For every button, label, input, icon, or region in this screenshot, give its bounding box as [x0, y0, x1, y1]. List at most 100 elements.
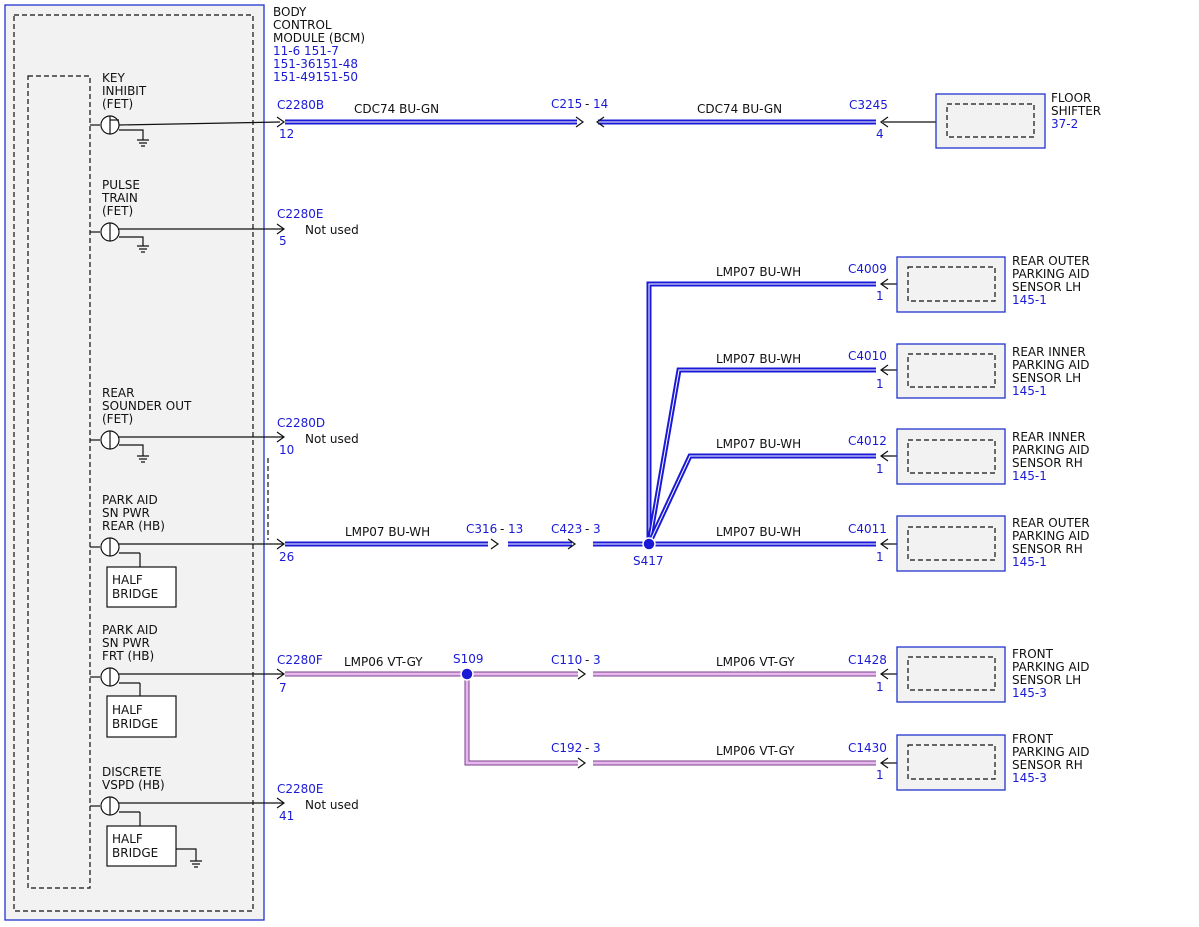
connector-label[interactable]: C1430 — [848, 741, 887, 755]
circuit-label: (FET) — [102, 412, 133, 426]
component-box[interactable] — [935, 93, 1046, 149]
component-box[interactable] — [896, 428, 1006, 485]
component-name: SHIFTER — [1051, 104, 1101, 118]
connector-label[interactable]: C2280E — [277, 207, 324, 221]
connector-arrow-icon — [879, 116, 889, 128]
inline-dash: - — [585, 741, 589, 755]
connector-label[interactable]: C4009 — [848, 262, 887, 276]
bcm-ref-3[interactable]: 151-49151-50 — [273, 70, 358, 84]
pin-number: 7 — [279, 681, 287, 695]
splice-s417[interactable] — [642, 537, 656, 551]
component-name: PARKING AID — [1012, 358, 1090, 372]
circuit-pulse-train: PULSE TRAIN (FET) C2280E 5 Not used — [90, 178, 359, 253]
circuit-label: INHIBIT — [102, 84, 147, 98]
component-ref[interactable]: 145-1 — [1012, 555, 1047, 569]
circuit-label: (FET) — [102, 204, 133, 218]
component-name: SENSOR LH — [1012, 371, 1081, 385]
component-name: PARKING AID — [1012, 745, 1090, 759]
circuit-discrete-vspd: DISCRETE VSPD (HB) HALF BRIDGE C2280E 41… — [90, 765, 359, 868]
component-name: PARKING AID — [1012, 267, 1090, 281]
component-ref[interactable]: 37-2 — [1051, 117, 1078, 131]
splice-label[interactable]: S417 — [633, 554, 664, 568]
splice-s109[interactable] — [460, 667, 474, 681]
inline-connector[interactable]: C316 — [466, 522, 497, 536]
component-inner-dashed — [907, 439, 996, 474]
inline-connector[interactable]: C110 — [551, 653, 582, 667]
circuit-label: SOUNDER OUT — [102, 399, 192, 413]
component-floor-shifter: C3245 4 FLOOR SHIFTER 37-2 — [849, 91, 1101, 149]
inline-dash: - — [585, 653, 589, 667]
inline-pin: 3 — [593, 522, 601, 536]
pin-number: 1 — [876, 462, 884, 476]
component-box[interactable] — [896, 256, 1006, 313]
component-ref[interactable]: 145-3 — [1012, 686, 1047, 700]
half-bridge-box — [106, 566, 177, 608]
component-inner-dashed — [907, 526, 996, 561]
pin-number: 1 — [876, 768, 884, 782]
connector-label[interactable]: C4010 — [848, 349, 887, 363]
connector-arrow-icon — [276, 538, 286, 550]
component-front-rh: C1430 1 FRONT PARKING AID SENSOR RH 145-… — [848, 732, 1090, 791]
component-box[interactable] — [896, 515, 1006, 572]
inline-connector[interactable]: C423 — [551, 522, 582, 536]
component-box[interactable] — [896, 343, 1006, 399]
component-box[interactable] — [896, 646, 1006, 703]
inline-connector[interactable]: C192 — [551, 741, 582, 755]
wire-lmp06: LMP06 VT-GY LMP06 VT-GY LMP06 VT-GY C110… — [285, 652, 876, 769]
connector-label[interactable]: C4012 — [848, 434, 887, 448]
component-ref[interactable]: 145-1 — [1012, 469, 1047, 483]
component-name: FRONT — [1012, 647, 1054, 661]
pin-number: 1 — [876, 680, 884, 694]
wire-label: LMP07 BU-WH — [716, 437, 801, 451]
connector-label[interactable]: C1428 — [848, 653, 887, 667]
component-name: PARKING AID — [1012, 660, 1090, 674]
pin-number: 41 — [279, 809, 294, 823]
half-bridge-label: HALF — [112, 703, 143, 717]
component-rear-outer-rh: C4011 1 REAR OUTER PARKING AID SENSOR RH… — [848, 515, 1090, 572]
half-bridge-label: BRIDGE — [112, 846, 158, 860]
inline-dash: - — [500, 522, 504, 536]
connector-label[interactable]: C4011 — [848, 522, 887, 536]
bcm-title-2: CONTROL — [273, 18, 332, 32]
component-box[interactable] — [896, 734, 1006, 791]
pin-number: 1 — [876, 289, 884, 303]
inline-pin: 14 — [593, 97, 608, 111]
circuit-label: REAR — [102, 386, 134, 400]
connector-arrow-icon — [567, 538, 577, 550]
circuit-label: DISCRETE — [102, 765, 162, 779]
connector-label[interactable]: C3245 — [849, 98, 888, 112]
circuit-label: VSPD (HB) — [102, 778, 165, 792]
component-name: REAR INNER — [1012, 430, 1086, 444]
connector-arrow-icon — [575, 116, 585, 128]
connector-arrow-icon — [490, 538, 500, 550]
not-used-note: Not used — [305, 798, 359, 812]
connector-label[interactable]: C2280D — [277, 416, 325, 430]
wire-cdc74: CDC74 BU-GN CDC74 BU-GN C215 - 14 — [285, 97, 936, 128]
pin-number: 1 — [876, 550, 884, 564]
connector-arrow-icon — [879, 538, 889, 550]
wire-label: CDC74 BU-GN — [697, 102, 782, 116]
wire-branch-c4009[interactable] — [646, 281, 876, 544]
bcm-ref-2[interactable]: 151-36151-48 — [273, 57, 358, 71]
component-rear-inner-rh: C4012 1 REAR INNER PARKING AID SENSOR RH… — [848, 428, 1090, 485]
connector-label[interactable]: C2280B — [277, 98, 324, 112]
inline-connector[interactable]: C215 — [551, 97, 582, 111]
component-ref[interactable]: 145-3 — [1012, 771, 1047, 785]
wire-label: LMP07 BU-WH — [345, 525, 430, 539]
circuit-label: PULSE — [102, 178, 140, 192]
component-ref[interactable]: 145-1 — [1012, 293, 1047, 307]
bcm-ref-1[interactable]: 11-6 151-7 — [273, 44, 339, 58]
connector-label[interactable]: C2280F — [277, 653, 323, 667]
component-name: FRONT — [1012, 732, 1054, 746]
wire-label: LMP07 BU-WH — [716, 265, 801, 279]
component-ref[interactable]: 145-1 — [1012, 384, 1047, 398]
component-name: PARKING AID — [1012, 529, 1090, 543]
pin-number: 1 — [876, 377, 884, 391]
component-rear-outer-lh: C4009 1 REAR OUTER PARKING AID SENSOR LH… — [848, 254, 1090, 313]
splice-label[interactable]: S109 — [453, 652, 484, 666]
circuit-label: PARK AID — [102, 493, 158, 507]
connector-label[interactable]: C2280E — [277, 782, 324, 796]
not-used-note: Not used — [305, 223, 359, 237]
wire-label: LMP06 VT-GY — [716, 744, 795, 758]
not-used-note: Not used — [305, 432, 359, 446]
